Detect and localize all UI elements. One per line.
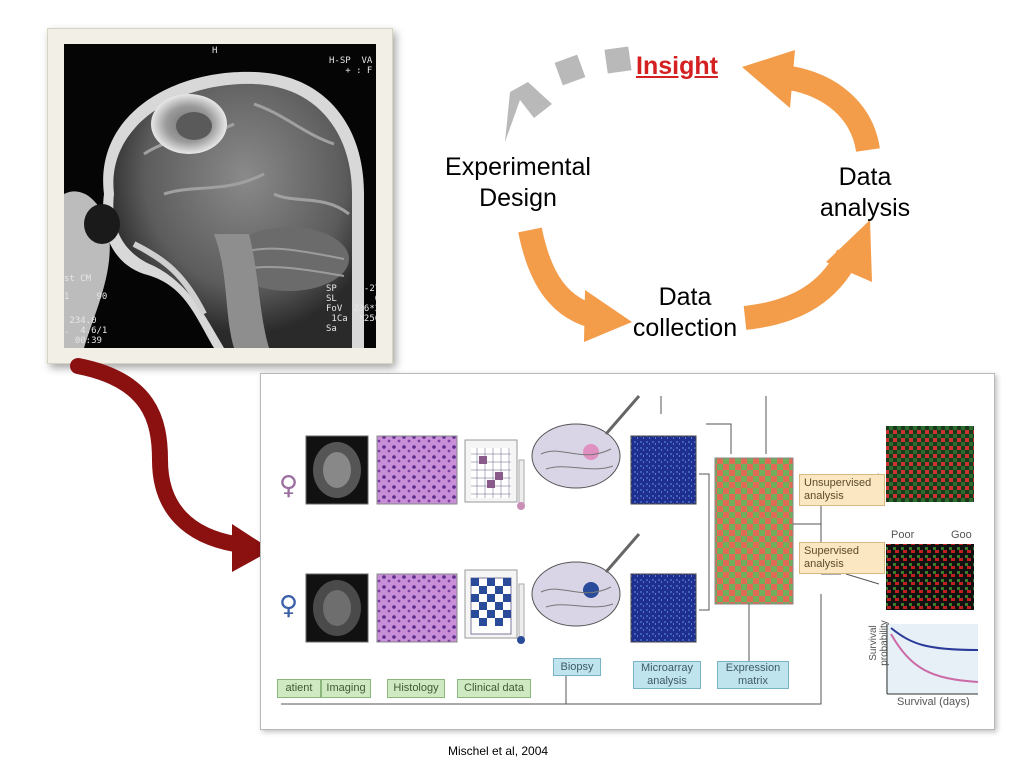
experimental-design-line-2: Design — [479, 184, 557, 213]
arrowhead-insight — [742, 50, 795, 108]
svg-text:♀: ♀ — [279, 471, 298, 501]
supervised-analysis-label: Supervised analysis — [799, 542, 885, 574]
cycle-arrows — [505, 46, 880, 342]
mri-left-line-1: st CM — [64, 274, 92, 284]
data-analysis-line-1: Data — [838, 163, 892, 191]
connector-arrow — [70, 358, 272, 572]
unsupervised-analysis-label: Unsupervised analysis — [799, 474, 885, 506]
mri-right-bottom-2: SL 6 — [326, 294, 376, 304]
arrowhead-analysis — [826, 220, 872, 282]
mri-left-bottom-1: 234.0 — [64, 316, 97, 326]
mri-right-bottom-4: 1Ca *256 — [326, 314, 376, 324]
data-analysis-line-2: analysis — [819, 194, 911, 223]
data-analysis-label: Data analysis — [800, 162, 930, 225]
microarray-line-1: Microarray — [641, 662, 693, 674]
data-collection-line-2: collection — [632, 314, 738, 343]
supervised-line-1: Supervised — [804, 545, 860, 557]
imaging-label: Imaging — [321, 679, 371, 698]
mri-left-bottom-3: 00:39 — [64, 336, 102, 346]
survival-days-label: Survival (days) — [897, 696, 970, 708]
citation: Mischel et al, 2004 — [448, 744, 549, 758]
biopsy-label: Biopsy — [553, 658, 601, 676]
arrowhead-collection — [584, 290, 632, 342]
insight-label: Insight — [636, 52, 718, 80]
mri-right-bottom-3: FoV 236*2 — [326, 304, 376, 314]
mri-scan-graphic — [64, 71, 365, 348]
expression-matrix-label: Expression matrix — [717, 661, 789, 689]
unsupervised-line-1: Unsupervised — [804, 477, 872, 489]
faded-arrowhead — [505, 82, 552, 142]
histology-label: Histology — [387, 679, 445, 698]
faded-dash-1 — [604, 46, 632, 74]
mri-right-bottom-1: SP -27 — [326, 284, 376, 294]
experimental-design-line-1: Experimental — [445, 153, 591, 181]
mri-photo-frame: H H-SP VA + : F A st CM 1 90 234.0 . 4.6… — [47, 28, 393, 364]
supervised-line-2: analysis — [804, 558, 844, 570]
unsupervised-line-2: analysis — [804, 490, 844, 502]
data-collection-line-1: Data — [658, 283, 712, 311]
patient-label: atient — [277, 679, 321, 698]
microarray-analysis-label: Microarray analysis — [633, 661, 701, 689]
poor-label: Poor — [891, 529, 915, 541]
experimental-design-label: Experimental Design — [428, 152, 608, 215]
study-design-figure: ♀ ♀ — [260, 373, 995, 730]
microarray-line-2: analysis — [647, 675, 687, 687]
mri-left-bottom-2: . 4.6/1 — [64, 326, 108, 336]
mri-right-bottom-5: Sa — [326, 324, 337, 334]
good-label: Goo — [951, 529, 972, 541]
data-collection-label: Data collection — [610, 282, 760, 345]
survival-probability-line-2: probability — [879, 620, 890, 666]
mri-brain-scan: H H-SP VA + : F A st CM 1 90 234.0 . 4.6… — [64, 44, 376, 348]
svg-text:♀: ♀ — [279, 591, 298, 621]
clinical-data-label: Clinical data — [457, 679, 531, 698]
survival-probability-label: Survival probability — [868, 613, 890, 673]
arrow-analysis-to-insight — [787, 66, 880, 153]
mri-top-right-line-1: H-SP VA — [329, 56, 373, 66]
mri-top-right-line-2: + : F A — [345, 66, 373, 76]
faded-dash-2 — [554, 54, 586, 86]
expression-line-2: matrix — [738, 675, 768, 687]
survival-probability-line-1: Survival — [868, 625, 879, 661]
mri-left-line-2: 1 90 — [64, 292, 108, 302]
figure-graphic: ♀ ♀ — [279, 395, 979, 705]
expression-line-1: Expression — [725, 662, 781, 674]
mri-top-label: H — [212, 46, 218, 56]
